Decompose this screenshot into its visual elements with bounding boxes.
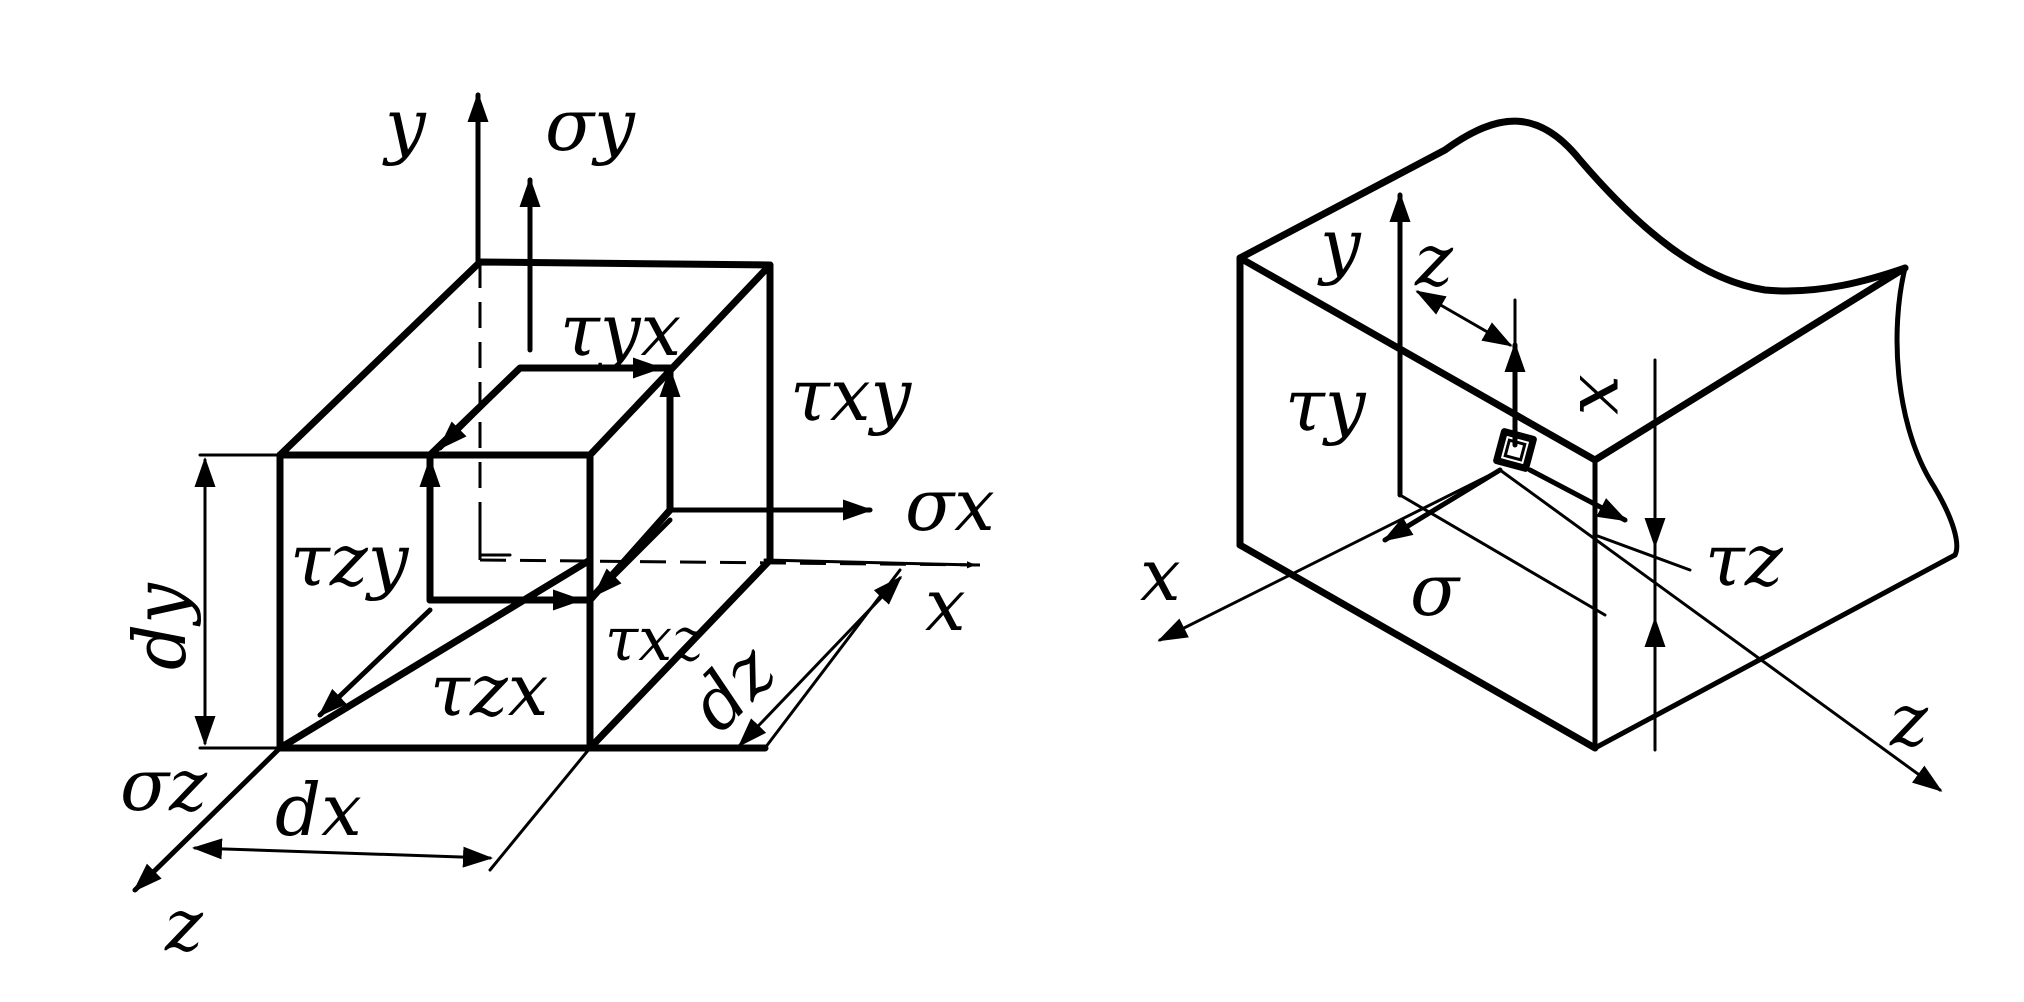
sigma-x-label: σx <box>905 463 995 547</box>
left-figure: y σy τyx τxy σx τzy τzx τxz x σz dx z dy… <box>118 83 995 967</box>
top-right-edge <box>1591 264 1909 464</box>
section-floor-line <box>1398 493 1607 617</box>
dz-dimension-line <box>737 575 903 748</box>
outer-top-back-edge <box>276 258 774 564</box>
z-offset-dimension <box>1415 290 1513 347</box>
top-left-and-wavy-edge <box>1236 117 1909 295</box>
tau-z-label: τz <box>1705 518 1784 602</box>
inner-block <box>426 364 674 604</box>
dx-dimension-line <box>192 838 493 868</box>
tau-xy-label: τxy <box>790 353 912 437</box>
z-axis-arrow <box>132 745 283 893</box>
dy-label: dy <box>118 582 202 670</box>
tau-zy-diag-arrow <box>437 365 523 451</box>
x-axis-arrow <box>763 558 977 569</box>
right-x-axis-label: x <box>1140 533 1181 617</box>
x-offset-label: x <box>1563 375 1647 416</box>
right-z-axis-arrow <box>1498 468 1943 792</box>
tau-zy-label: τzy <box>290 518 410 602</box>
tau-zx-label: τzx <box>430 648 548 732</box>
dx-ext-right <box>488 746 592 872</box>
y-axis-label: y <box>382 83 427 167</box>
tau-xz-label: τxz <box>605 605 704 675</box>
tau-y-label: τy <box>1285 363 1367 447</box>
sigma-y-label: σy <box>545 83 636 167</box>
bottom-front-edge <box>1236 541 1599 752</box>
x-axis-label: x <box>925 563 966 647</box>
sigma-arrow <box>1382 467 1503 543</box>
right-z-axis-label: z <box>1889 678 1929 762</box>
z-axis-label: z <box>164 883 204 967</box>
tau-z-arrow <box>1527 467 1628 523</box>
dx-label: dx <box>275 768 362 852</box>
inner-z-label: z <box>1414 218 1454 302</box>
right-x-axis-arrow <box>1157 468 1502 642</box>
sigma-z-label: σz <box>120 743 208 827</box>
top-front-edge <box>1236 254 1599 464</box>
dz-ext <box>763 568 902 750</box>
tau-xz-arrow <box>592 517 673 598</box>
tau-yx-label: τyx <box>560 288 681 372</box>
right-y-axis-label: y <box>1317 203 1362 287</box>
element-square <box>1493 428 1537 472</box>
tau-zx-diag-arrow <box>317 607 433 718</box>
outer-top-right-edge <box>586 261 774 459</box>
inner-back-edges <box>426 364 674 604</box>
right-figure: y z τy x τz σ x z <box>1140 117 1960 792</box>
wavy-right-edge <box>1894 265 1960 558</box>
sigma-label: σ <box>1410 548 1461 632</box>
tau-z-leader <box>1593 533 1692 572</box>
